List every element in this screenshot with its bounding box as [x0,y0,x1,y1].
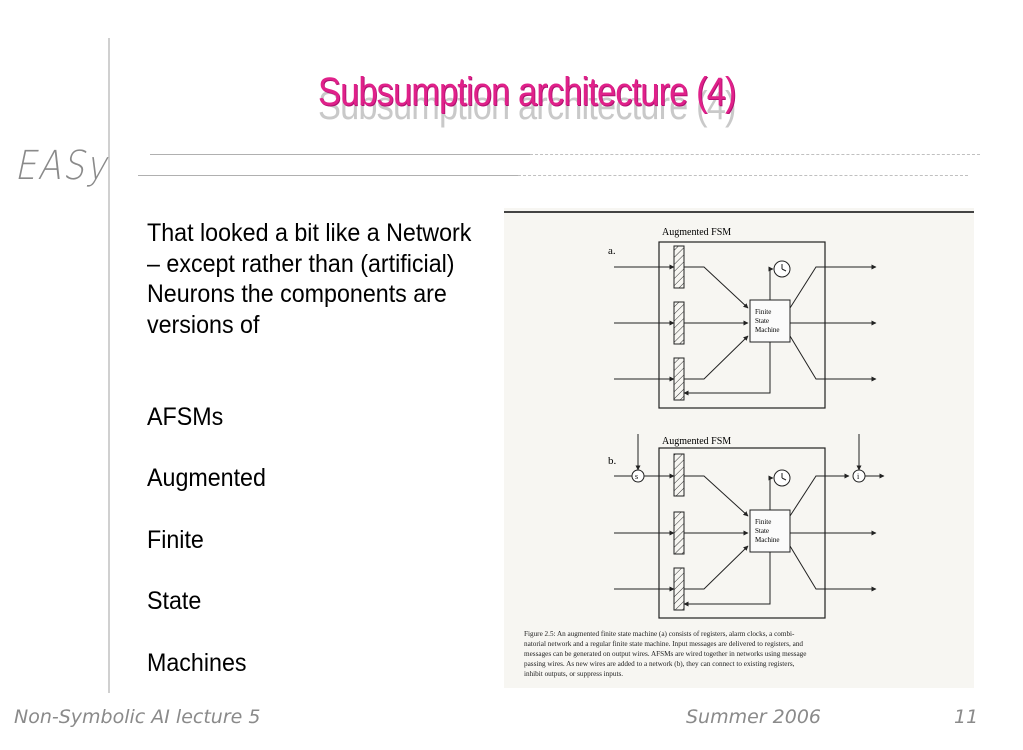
panel-b-title: Augmented FSM [662,436,731,447]
panel-a-label: a. [608,245,616,257]
afsm-figure: a. Augmented FSM Finite State Machine [504,208,974,688]
slide-title-shadow: Subsumption architecture (4) [318,84,736,128]
inhibit-node-label: i [857,472,860,481]
fsm-line2: State [755,527,769,535]
fsm-line1: Finite [755,308,771,316]
list-item-state: State [147,587,202,615]
panel-b-label: b. [608,455,617,467]
header-rule-top-dashed [530,154,980,155]
brand-logo: EASy [12,143,116,189]
register-icon [673,301,685,345]
fsm-line3: Machine [755,326,780,334]
panel-b: b. Augmented FSM s Finite State Machine [608,434,885,619]
panel-a-frame [658,241,826,409]
fsm-line3: Machine [755,536,780,544]
body-paragraph: That looked a bit like a Network – excep… [147,218,482,340]
caption-line: inhibit outputs, or suppress inputs. [524,670,623,678]
caption-line: passing wires. As new wires are added to… [524,660,795,668]
header-rule-top [150,154,530,155]
register-icon [673,357,685,401]
list-item-machines: Machines [147,649,247,677]
header-rule-bottom-dashed [518,175,968,176]
caption-line: messages can be generated on output wire… [524,650,806,658]
slide-title: Subsumption architecture (4) [318,70,736,114]
footer-lecture: Non-Symbolic AI lecture 5 [14,706,261,728]
caption-line: natorial network and a regular finite st… [524,640,803,648]
fsm-line2: State [755,317,769,325]
fsm-line1: Finite [755,518,771,526]
list-item-finite: Finite [147,526,204,554]
fsm-box [749,299,791,343]
header-rule-bottom [138,175,518,176]
caption-line: Figure 2.5: An augmented finite state ma… [524,630,795,638]
panel-a: a. Augmented FSM Finite State Machine [608,227,877,409]
list-item-augmented: Augmented [147,464,266,492]
register-icon [673,511,685,555]
footer-page-number: 11 [954,706,979,728]
register-icon [673,567,685,611]
suppress-node-label: s [635,472,638,481]
footer-date: Summer 2006 [686,706,822,728]
list-item-afsms: AFSMs [147,403,224,431]
fsm-box [749,509,791,553]
panel-a-title: Augmented FSM [662,227,731,238]
register-icon [673,245,685,289]
figure-caption: Figure 2.5: An augmented finite state ma… [524,630,806,678]
register-icon [673,453,685,497]
body-paragraph-text: That looked a bit like a Network – excep… [147,219,472,339]
left-vertical-rule [108,38,110,693]
